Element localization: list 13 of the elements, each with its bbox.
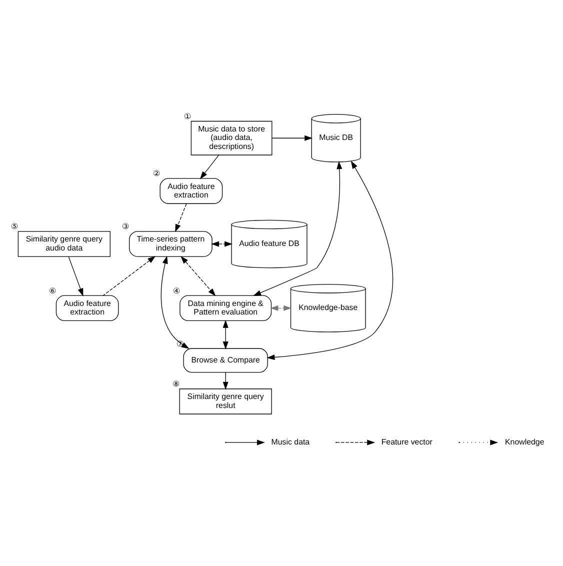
arrow <box>222 319 228 349</box>
arrow <box>175 202 187 232</box>
arrow <box>253 160 342 296</box>
arrow <box>68 256 84 296</box>
arrow <box>102 256 156 296</box>
arrow <box>272 134 313 140</box>
arrow <box>180 256 216 296</box>
arrow <box>211 240 232 246</box>
arrow <box>266 160 394 360</box>
arrow <box>200 154 220 179</box>
arrow <box>270 304 292 310</box>
arrow <box>160 255 190 348</box>
arrow <box>222 372 228 390</box>
